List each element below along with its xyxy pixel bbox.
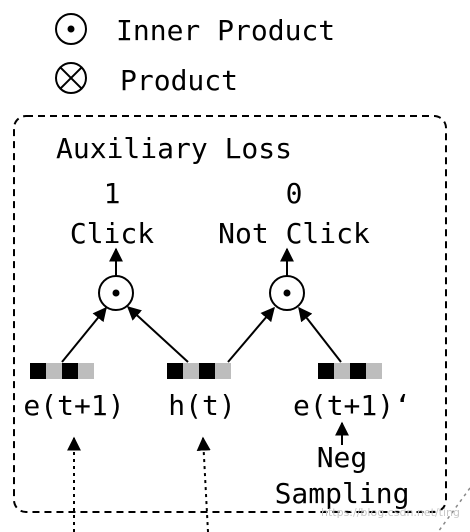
neg-sampling-label-line1: Neg bbox=[317, 441, 368, 474]
inner-product-legend-icon bbox=[55, 13, 87, 45]
e-next-to-positive-arrow bbox=[61, 306, 107, 363]
positive-output-label: Click bbox=[70, 217, 154, 250]
e-next-neg-to-negative-arrow bbox=[298, 306, 342, 363]
legend: Inner Product Product bbox=[55, 13, 335, 97]
corner-dotted-line bbox=[437, 487, 470, 532]
h-t-vector-bar bbox=[167, 363, 231, 379]
positive-output-value: 1 bbox=[104, 177, 121, 210]
h-t-to-negative-arrow bbox=[227, 306, 275, 363]
e-next-vector-bar bbox=[30, 363, 94, 379]
neg-sampling-label-line2: Sampling bbox=[275, 477, 410, 510]
inner-product-legend-label: Inner Product bbox=[116, 14, 335, 47]
auxiliary-loss-title: Auxiliary Loss bbox=[56, 132, 292, 165]
h-t-input-dotted-arrow bbox=[196, 436, 211, 532]
product-legend-label: Product bbox=[120, 64, 238, 97]
negative-output-value: 0 bbox=[286, 177, 303, 210]
inner-product-node-positive bbox=[98, 275, 134, 311]
e-next-neg-label: e(t+1)‘ bbox=[293, 389, 411, 422]
auxiliary-loss-box bbox=[13, 115, 447, 513]
product-legend-icon bbox=[55, 62, 87, 94]
watermark: https://blog.csdn.net/ting bbox=[321, 506, 460, 519]
h-t-to-positive-arrow bbox=[126, 306, 189, 363]
e-next-label: e(t+1) bbox=[23, 389, 124, 422]
negative-output-label: Not Click bbox=[218, 217, 370, 250]
inner-product-node-negative bbox=[269, 275, 305, 311]
e-next-neg-vector-bar bbox=[318, 363, 382, 379]
h-t-label: h(t) bbox=[168, 389, 235, 422]
